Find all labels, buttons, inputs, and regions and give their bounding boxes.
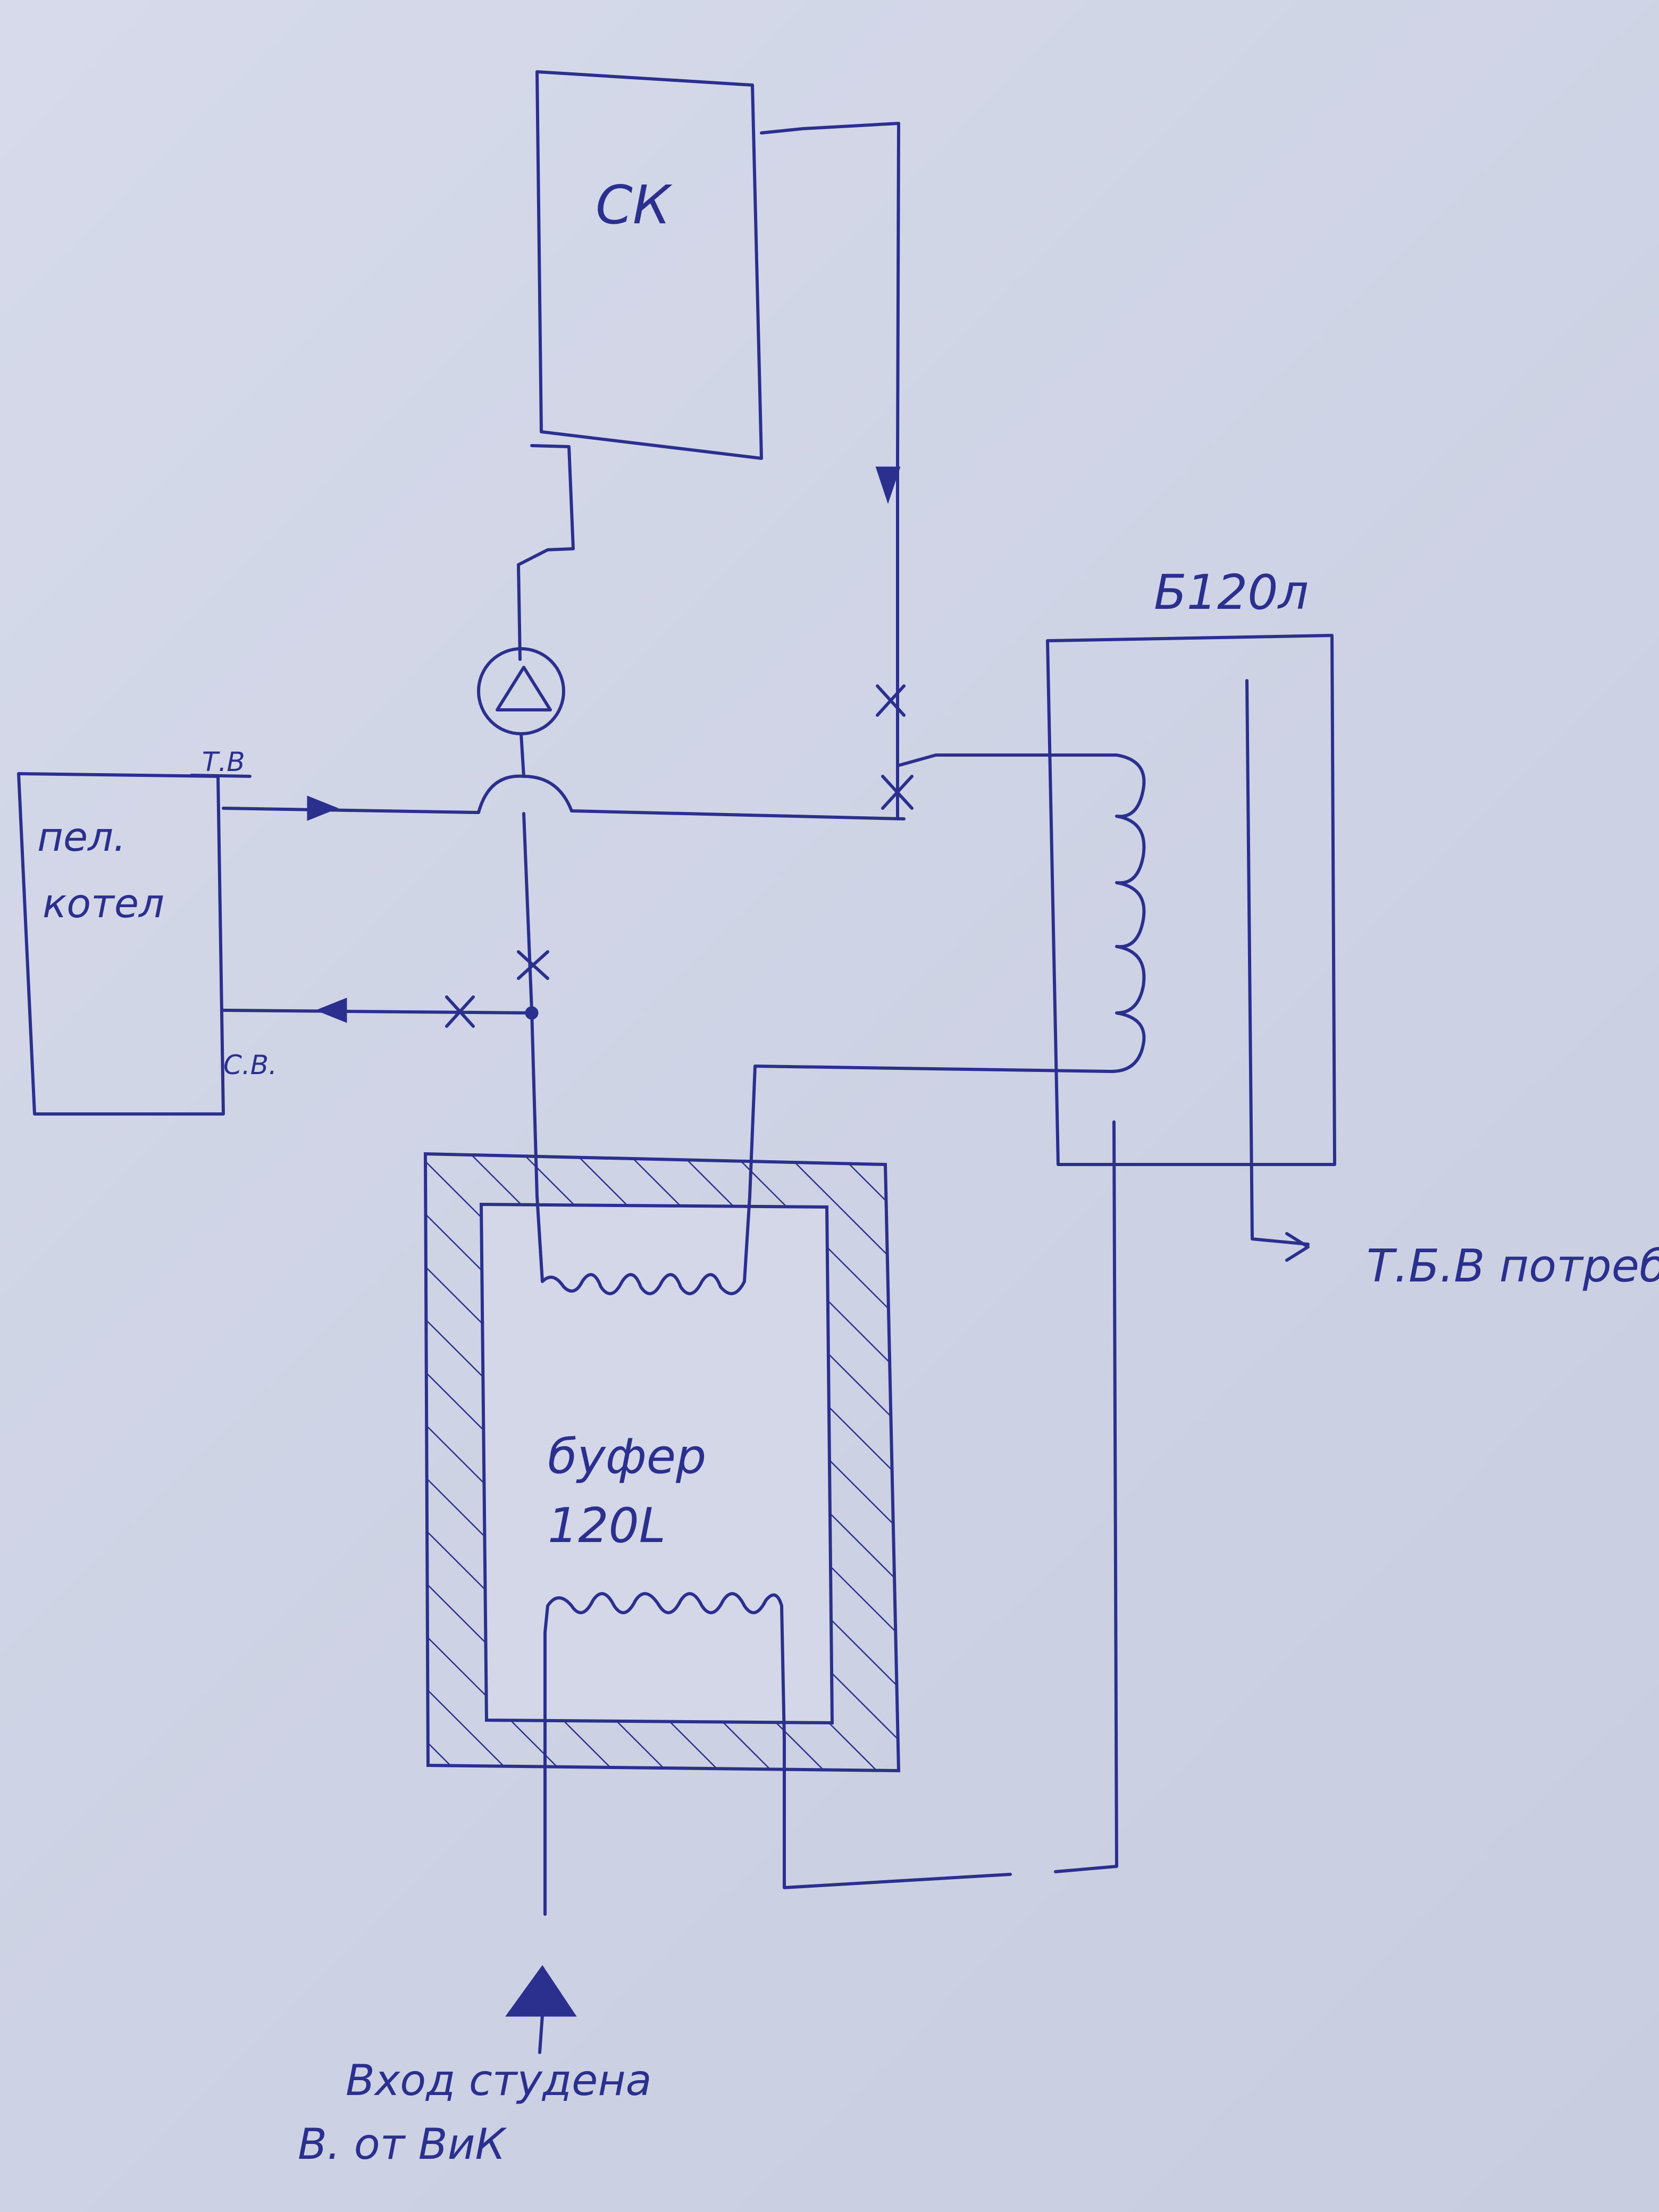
cold-feed-pipe bbox=[783, 1120, 1118, 1889]
solar-collector-label: СК bbox=[596, 174, 673, 236]
buffer-tank bbox=[423, 1152, 901, 1916]
inlet-label-1: Вход студена bbox=[346, 2056, 652, 2105]
inlet-label-2: В. от ВиК bbox=[298, 2119, 507, 2169]
solar-collector bbox=[517, 70, 900, 661]
junction-dot bbox=[525, 1006, 539, 1020]
heat-exchanger-coil bbox=[1110, 753, 1146, 1073]
valve-icon bbox=[445, 684, 914, 1028]
pump-circle-icon bbox=[477, 647, 565, 735]
hot-water-tag: Т.В bbox=[202, 747, 245, 777]
coil-outlet-pipe bbox=[748, 1065, 1113, 1198]
flow-arrow-icon bbox=[315, 998, 347, 1023]
coil-inlet-pipe bbox=[896, 753, 1118, 767]
pellet-boiler bbox=[17, 772, 252, 1116]
inlet-arrow-icon bbox=[505, 1965, 577, 2017]
supply-pipe bbox=[222, 774, 906, 820]
pellet-boiler-label-2: котел bbox=[43, 880, 164, 927]
hot-domestic-water-label: Т.Б.В потреби bbox=[1367, 1240, 1659, 1293]
pump bbox=[477, 647, 565, 735]
pump-arrow-icon bbox=[496, 666, 552, 711]
boiler-return-pipe bbox=[222, 1009, 533, 1015]
pellet-boiler-label-1: пел. bbox=[37, 814, 126, 860]
flow-arrow-icon bbox=[307, 795, 339, 821]
flow-arrow-icon bbox=[875, 466, 901, 504]
lower-coil bbox=[543, 1592, 786, 1740]
boiler-tank-label: Б120л bbox=[1154, 565, 1309, 621]
boiler-tank bbox=[1046, 634, 1336, 1262]
buffer-label-2: 120L bbox=[548, 1498, 666, 1554]
inlet-stub bbox=[538, 2014, 544, 2054]
upper-coil bbox=[535, 1195, 751, 1295]
buffer-label-1: буфер bbox=[548, 1429, 706, 1485]
cold-water-tag: С.В. bbox=[223, 1050, 277, 1080]
